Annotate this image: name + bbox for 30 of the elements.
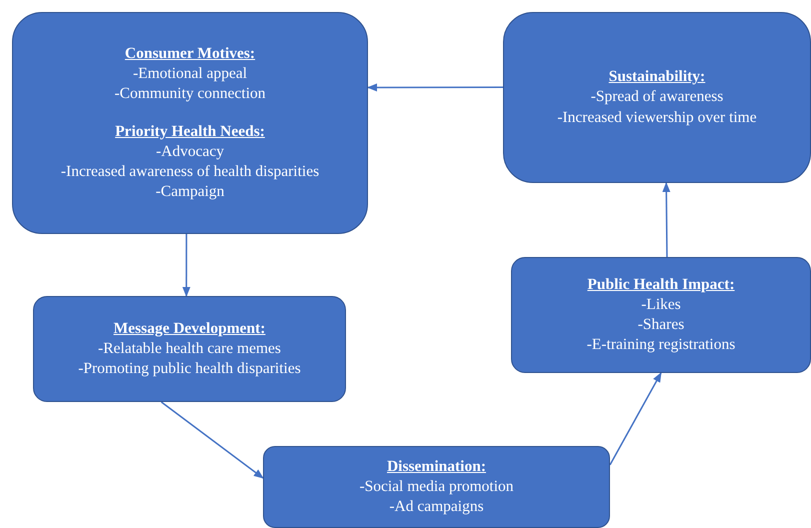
box-heading: Sustainability:: [608, 67, 706, 88]
list-item: -Relatable health care memes: [97, 338, 282, 359]
arrow: [609, 372, 662, 466]
list-item: -Advocacy: [155, 142, 225, 162]
box-heading: Dissemination:: [386, 456, 488, 477]
box-heading: Consumer Motives:: [124, 44, 256, 64]
list-item: -Shares: [636, 315, 686, 335]
process-box: [503, 12, 811, 183]
list-item: -Likes: [640, 294, 682, 315]
process-box: [12, 12, 368, 234]
list-item: -Social media promotion: [358, 476, 515, 497]
process-box: [263, 446, 610, 528]
list-item: -Ad campaigns: [388, 497, 485, 518]
box-heading: Public Health Impact:: [586, 274, 736, 295]
list-item: -Community connection: [113, 84, 267, 104]
arrow: [182, 234, 190, 297]
process-box: [33, 296, 346, 402]
box-heading: Priority Health Needs:: [114, 122, 266, 142]
list-item: -Emotional appeal: [132, 64, 248, 84]
list-item: -E-training registrations: [586, 335, 736, 356]
list-item: -Increased viewership over time: [556, 108, 758, 128]
arrow: [160, 401, 264, 479]
list-item: -Increased awareness of health disparities: [60, 162, 320, 182]
arrow: [367, 83, 503, 92]
box-heading: Message Development:: [112, 318, 266, 339]
arrow: [662, 182, 670, 257]
list-item: -Spread of awareness: [590, 87, 724, 108]
process-box: [511, 257, 811, 373]
list-item: -Campaign: [154, 182, 226, 202]
list-item: -Promoting public health disparities: [77, 359, 302, 380]
